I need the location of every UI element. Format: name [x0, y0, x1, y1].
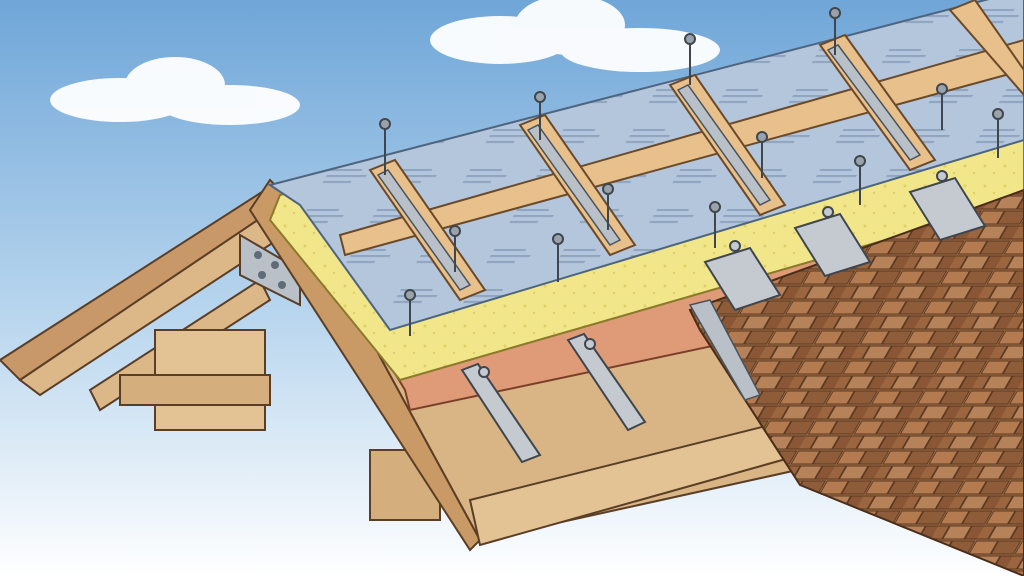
bracket-icon	[908, 170, 987, 242]
clip-icon	[460, 362, 542, 464]
screw-icon	[379, 118, 391, 175]
screw-icon	[936, 83, 948, 130]
cloud-icon	[430, 0, 720, 72]
horizontal-battens	[338, 38, 1024, 257]
bracket-icon	[793, 206, 872, 278]
screw-icon	[709, 201, 721, 248]
screw-icon	[552, 233, 564, 282]
batten-straps	[376, 44, 922, 291]
bracket-icon	[703, 240, 782, 312]
clip-icon	[566, 332, 647, 432]
cloud-icon	[50, 57, 300, 125]
screw-icon	[854, 155, 866, 205]
screw-icon	[756, 131, 768, 178]
screw-icon	[449, 225, 461, 272]
roof-truss-framing	[0, 188, 441, 521]
screw-icon	[992, 108, 1004, 158]
clip-fasteners	[460, 332, 647, 464]
screw-icon	[602, 183, 614, 230]
screw-icon	[534, 91, 546, 140]
bracket-fasteners	[703, 170, 987, 312]
screw-fasteners	[379, 7, 1004, 336]
screw-icon	[829, 7, 841, 55]
screw-icon	[684, 33, 696, 85]
shingle-edge-strip	[688, 299, 762, 401]
screw-icon	[404, 289, 416, 336]
